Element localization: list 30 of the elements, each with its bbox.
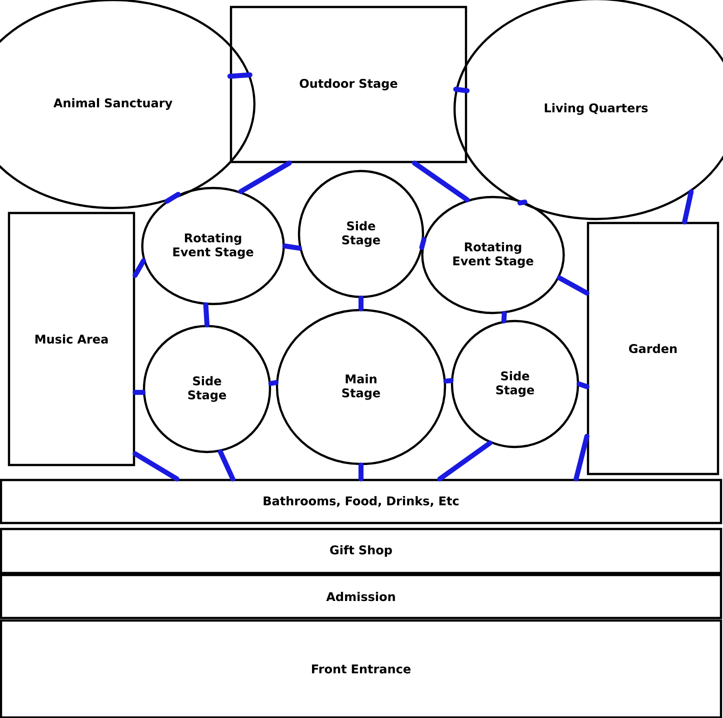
connector-line (501, 310, 507, 324)
connector-line (682, 189, 694, 224)
connector-line (576, 382, 590, 390)
connector-line (443, 378, 454, 384)
area-box: Music Area (8, 212, 136, 466)
connector-line (517, 200, 528, 206)
area-box: Admission (0, 574, 722, 620)
connector-line (282, 244, 302, 251)
connector-line (574, 434, 590, 482)
connector-line (453, 86, 470, 94)
connector-line (203, 302, 210, 328)
connector-line (268, 380, 279, 386)
area-box: Outdoor Stage (230, 6, 468, 164)
area-box: Bathrooms, Food, Drinks, Etc (0, 478, 722, 524)
area-box: Gift Shop (0, 528, 722, 574)
connector-line (437, 440, 492, 482)
connector-line (218, 449, 236, 482)
connector-line (419, 237, 426, 250)
connector-line (132, 258, 146, 278)
connector-line (358, 462, 364, 482)
connector-line (227, 72, 252, 79)
connector-line (412, 160, 470, 202)
connector-line (358, 296, 364, 312)
area-box: Garden (586, 222, 720, 476)
connector-line (132, 451, 180, 482)
connector-line (164, 192, 181, 204)
connector-line (556, 275, 590, 296)
area-box: Front Entrance (0, 619, 722, 718)
connector-line (238, 160, 292, 194)
connector-line (132, 390, 146, 395)
